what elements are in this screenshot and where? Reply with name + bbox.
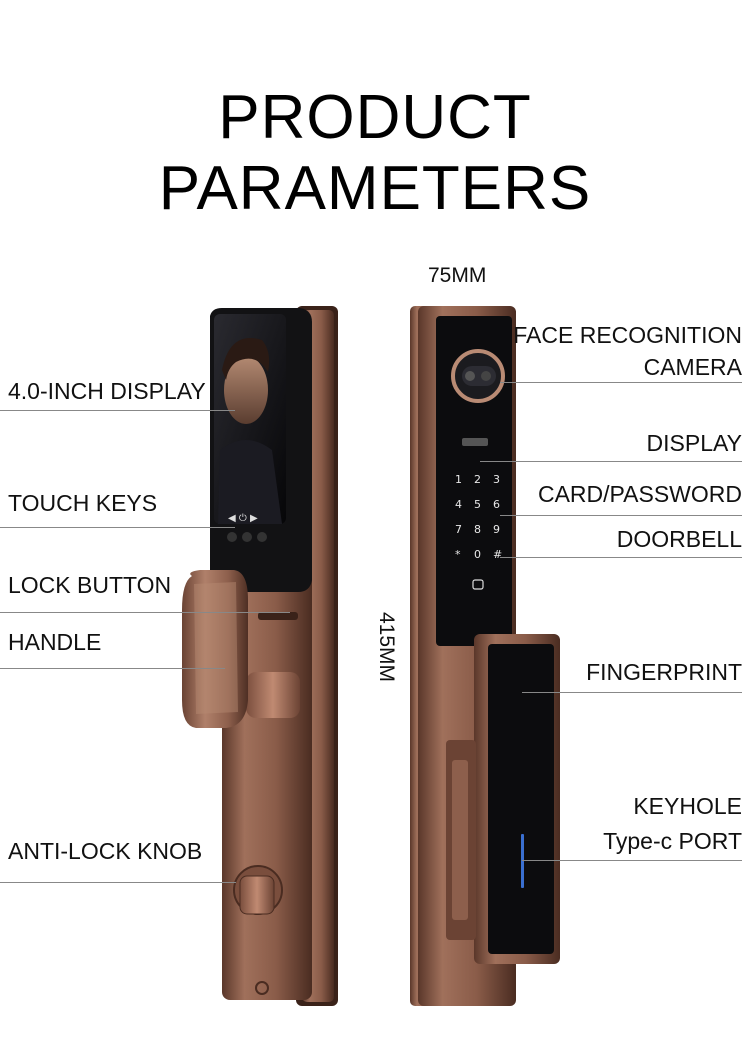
key: 0 (474, 548, 481, 561)
height-dimension: 415MM (375, 612, 398, 683)
leader-line (0, 668, 225, 669)
key: 2 (474, 473, 481, 486)
label-display-right: DISPLAY (646, 430, 742, 456)
leader-line (480, 461, 742, 462)
left-lock-body: ◀ ⏻ ▶ (182, 306, 338, 1006)
label-doorbell: DOORBELL (616, 526, 742, 552)
key: 8 (474, 523, 481, 536)
leader-line (500, 557, 742, 558)
key: 1 (455, 473, 462, 486)
label-face-recognition: FACE RECOGNITION (513, 322, 742, 348)
leader-line (522, 860, 742, 861)
label-handle: HANDLE (8, 629, 102, 655)
label-display-left: 4.0-INCH DISPLAY (8, 378, 206, 404)
key: 5 (474, 498, 481, 511)
leader-line (0, 882, 236, 883)
right-lock-lower (446, 579, 560, 964)
label-keyhole: KEYHOLE (633, 793, 742, 819)
label-lock-button: LOCK BUTTON (8, 572, 172, 598)
leader-line (500, 515, 742, 516)
width-dimension: 75MM (428, 264, 487, 287)
key: # (493, 548, 502, 561)
page-title: PRODUCT PARAMETERS (158, 83, 592, 223)
leader-line (500, 382, 742, 383)
leader-line (522, 692, 742, 693)
keypad: 1 2 3 4 5 6 7 8 9 * 0 # (455, 473, 502, 561)
key: 3 (493, 473, 500, 486)
label-fingerprint: FINGERPRINT (586, 659, 742, 685)
leader-line (0, 612, 290, 613)
label-camera: CAMERA (643, 354, 742, 380)
leader-line (0, 527, 235, 528)
leader-line (0, 410, 235, 411)
label-touch-keys: TOUCH KEYS (8, 490, 158, 516)
label-anti-lock-knob: ANTI-LOCK KNOB (8, 838, 203, 864)
key: 4 (455, 498, 462, 511)
key: 6 (493, 498, 500, 511)
key: 7 (455, 523, 462, 536)
key: 9 (493, 523, 500, 536)
label-typec-port: Type-c PORT (603, 828, 742, 854)
svg-text:◀ ⏻ ▶: ◀ ⏻ ▶ (228, 513, 258, 524)
label-card-password: CARD/PASSWORD (537, 481, 742, 507)
key: * (455, 548, 461, 561)
